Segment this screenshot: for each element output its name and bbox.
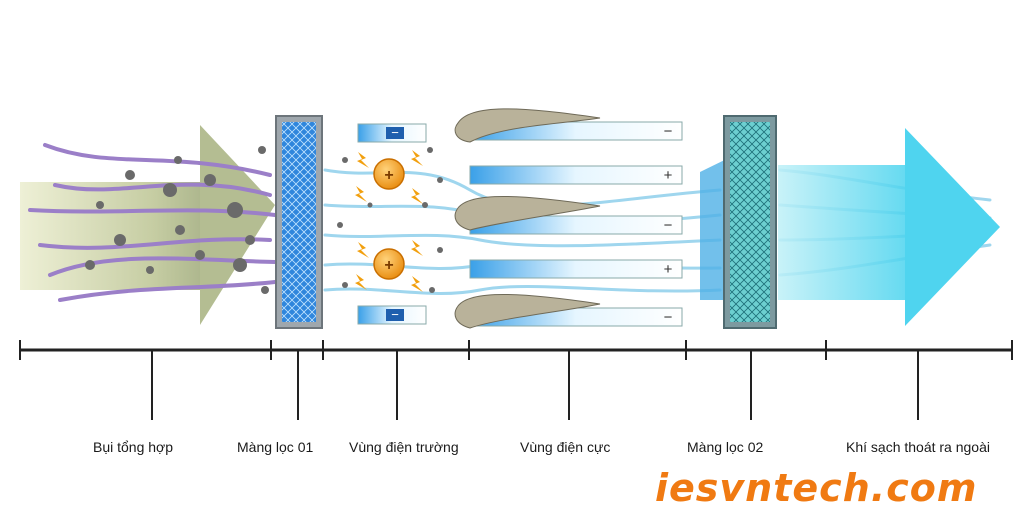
minus-sign: − [664,309,673,326]
plus-sign: + [384,257,393,274]
plus-sign: + [664,167,673,184]
electrode-plate: + [469,259,683,279]
minus-sign: − [664,217,673,234]
label-filter-02: Màng lọc 02 [687,439,764,455]
plus-sign: + [664,261,673,278]
dust-fibers [28,143,277,302]
minus-sign: − [664,123,673,140]
electrode-plate: + [469,165,683,185]
filter-01 [275,115,323,329]
minus-sign: − [391,125,399,140]
label-filter-01: Màng lọc 01 [237,439,314,455]
collected-dust [454,108,601,329]
plus-sign: + [384,167,393,184]
timeline-axis [19,340,1013,420]
label-clean-air-out: Khí sạch thoát ra ngoài [846,439,990,455]
clean-air-arrow [778,128,1000,326]
label-mixed-dust: Bụi tổng hợp [93,439,174,455]
positive-ion-bottom: + [373,248,405,280]
charged-dust [337,147,443,293]
minus-sign: − [391,307,399,322]
label-electrode-zone: Vùng điện cực [520,439,611,455]
dust-particles [85,146,269,294]
field-plate-top: − [357,123,427,143]
brand-watermark: iesvntech.com [655,466,978,510]
filter-02 [700,115,777,329]
dusty-air-arrow [20,125,275,325]
positive-ion-top: + [373,158,405,190]
electrode-plates: − + − + − [469,121,683,327]
field-plate-bottom: − [357,305,427,325]
label-electric-field-zone: Vùng điện trường [349,439,459,455]
